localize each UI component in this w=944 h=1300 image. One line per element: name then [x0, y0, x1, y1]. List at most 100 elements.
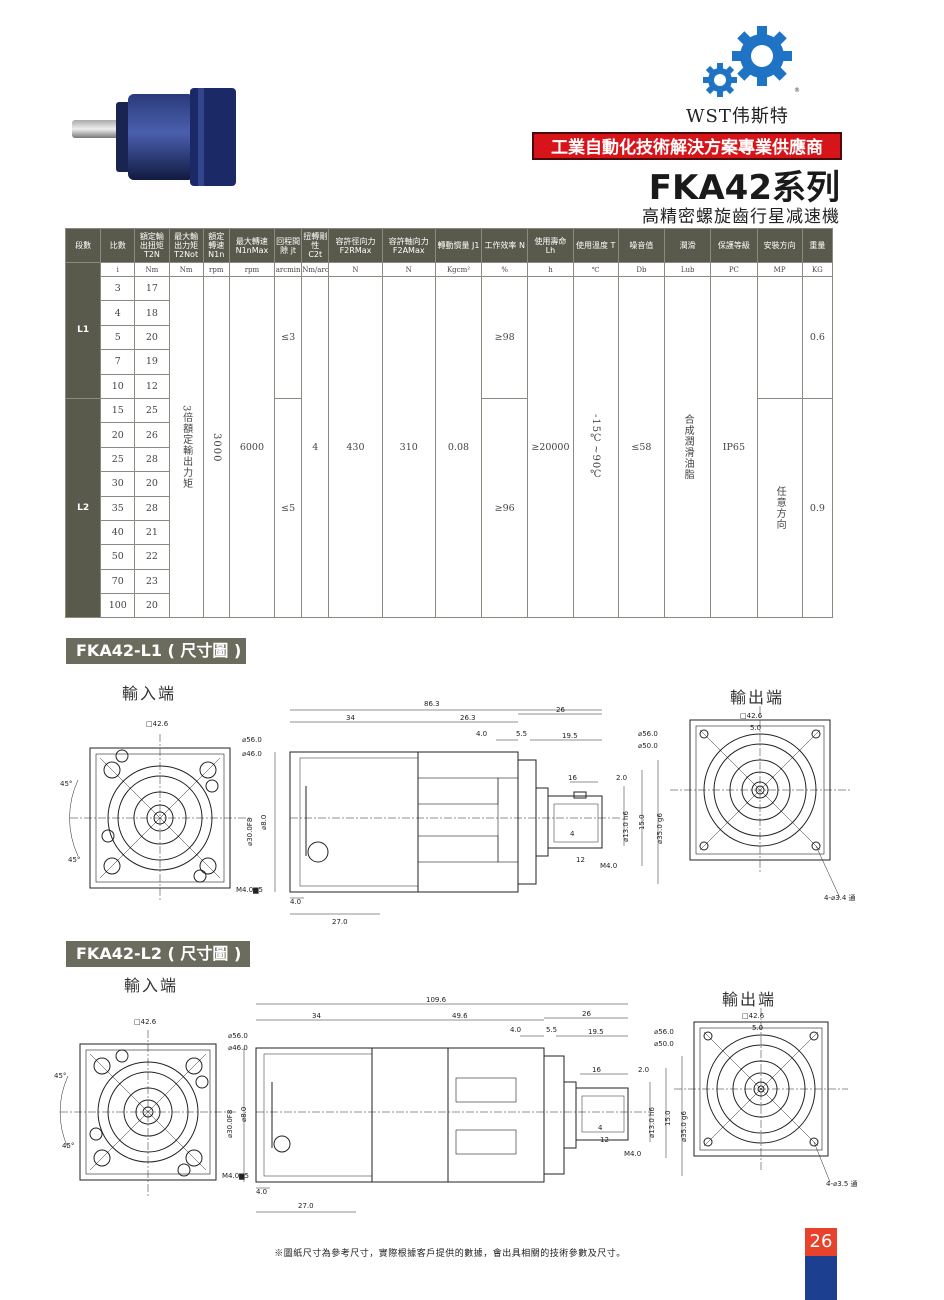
l1-dim-holes: 4-⌀3.4 通 — [824, 893, 856, 902]
torque-cell: 12 — [134, 373, 170, 399]
unit-cell: Nm — [134, 262, 170, 277]
unit-cell: % — [481, 262, 529, 277]
stage-label-l1: L1 — [64, 262, 102, 399]
axial-force-cell: 310 — [381, 275, 436, 619]
unit-cell: Db — [617, 262, 666, 277]
unit-cell: N — [381, 262, 436, 277]
footnote: ※圖紙尺寸為參考尺寸，實際根據客戶提供的數據，會出具相關的技術參數及尺寸。 — [274, 1249, 626, 1259]
ratio-cell: 20 — [100, 422, 136, 448]
unit-cell: arcmin — [274, 262, 303, 277]
mount-l1-cell — [756, 276, 803, 399]
brand-name: WST伟斯特 — [686, 106, 789, 127]
l1-dim-d56-out: ⌀56.0 — [638, 730, 658, 738]
torque-cell: 19 — [134, 349, 170, 375]
l1-dim-sq-in: □42.6 — [146, 720, 169, 728]
l2-dim-49: 49.6 — [452, 1012, 468, 1020]
l1-dim-sq-out: □42.6 — [740, 712, 763, 720]
torque-cell: 18 — [134, 300, 170, 326]
ratio-cell: 50 — [100, 544, 136, 570]
l1-dim-16: 16 — [568, 774, 577, 782]
inertia-cell: 0.08 — [434, 275, 483, 619]
l2-dim-holes: 4-⌀3.5 通 — [826, 1179, 858, 1188]
l1-dim-d35g6: ⌀35.0 g6 — [656, 813, 664, 844]
life-cell: ≥20000 — [527, 275, 574, 619]
l1-dim-27: 27.0 — [332, 918, 348, 926]
l2-dim-5-5: 5.5 — [546, 1026, 557, 1034]
protection-cell: IP65 — [710, 275, 758, 619]
ratio-cell: 4 — [100, 300, 136, 326]
header-cell: 使用壽命 Lh — [527, 228, 574, 263]
ratio-cell: 30 — [100, 471, 136, 497]
l2-dim-d46: ⌀46.0 — [228, 1044, 248, 1052]
l2-dim-sq-in: □42.6 — [134, 1018, 157, 1026]
l1-dim-total: 86.3 — [424, 700, 440, 708]
l1-dim-d46: ⌀46.0 — [242, 750, 262, 758]
l2-dim-m4: M4.0 — [624, 1150, 641, 1158]
l2-dim-16: 16 — [592, 1066, 601, 1074]
l1-dim-5-5: 5.5 — [516, 730, 527, 738]
unit-cell: i — [100, 262, 136, 277]
torque-cell: 20 — [134, 471, 170, 497]
l2-dim-d8: ⌀8.0 — [240, 1107, 248, 1122]
header-cell: 最大輸出力矩 T2Not — [168, 228, 204, 263]
l2-dim-45b: 45° — [62, 1142, 74, 1150]
header-cell: 容許軸向力 F2AMax — [381, 228, 436, 263]
l2-dim-d50: ⌀50.0 — [654, 1040, 674, 1048]
header-cell: 段數 — [64, 228, 102, 263]
l2-dim-d13h6: ⌀13.0 h6 — [648, 1107, 656, 1138]
l2-dim-4s: 4 — [598, 1124, 603, 1132]
series-title: FKA42系列 — [648, 168, 840, 208]
unit-cell: PC — [710, 262, 758, 277]
l1-dim-4s: 4 — [570, 830, 575, 838]
unit-cell: rpm — [228, 262, 276, 277]
unit-cell: ℃ — [572, 262, 619, 277]
l1-dim-19-5: 19.5 — [562, 732, 578, 740]
torque-cell: 22 — [134, 544, 170, 570]
ratio-cell: 10 — [100, 373, 136, 399]
max-torque-cell: 3倍額定輸出力矩 — [168, 275, 204, 619]
l2-dim-d15: 15.0 — [664, 1110, 672, 1126]
mount-text: 任意方向 — [774, 486, 786, 531]
l1-dim-45b: 45° — [68, 856, 80, 864]
ratio-cell: 35 — [100, 495, 136, 521]
ratio-cell: 40 — [100, 519, 136, 546]
l1-dim-d8: ⌀8.0 — [260, 815, 268, 830]
table-units-row: L1 i Nm Nm rpm rpm arcmin Nm/arcmin N N … — [64, 262, 834, 399]
l1-dim-2: 2.0 — [616, 774, 627, 782]
rated-speed-text: 3000 — [210, 432, 222, 462]
header-cell: 重量 — [801, 228, 834, 263]
torque-cell: 20 — [134, 324, 170, 351]
weight-l2-cell: 0.9 — [801, 397, 834, 619]
l1-dim-d15: 15.0 — [638, 814, 646, 830]
unit-cell: Nm — [168, 262, 204, 277]
l1-dim-45a: 45° — [60, 780, 72, 788]
l2-dim-34: 34 — [312, 1012, 321, 1020]
max-torque-text: 3倍額定輸出力矩 — [180, 405, 192, 490]
l1-dim-4: 4.0 — [476, 730, 487, 738]
l2-dimension-drawing: □42.6 ⌀56.0 ⌀46.0 45° 45° M4.0▆5 109.6 3… — [54, 996, 858, 1213]
header-cell: 潤滑 — [664, 228, 712, 263]
l2-dim-4-0b: 4.0 — [256, 1188, 267, 1196]
unit-cell: Kgcm² — [434, 262, 483, 277]
l2-dim-12: 12 — [600, 1136, 609, 1144]
unit-cell: MP — [756, 262, 803, 277]
mount-cell: 任意方向 — [756, 397, 803, 619]
l1-dim-m4: M4.0 — [600, 862, 617, 870]
torque-cell: 20 — [134, 593, 170, 619]
torque-cell: 23 — [134, 568, 170, 595]
l1-output-label: 輸出端 — [730, 688, 785, 707]
rated-speed-cell: 3000 — [202, 275, 230, 619]
l2-section-title: FKA42-L2 ( 尺寸圖 ) — [66, 941, 250, 967]
header-cell: 安裝方向 — [756, 228, 803, 263]
l2-dim-m4-5: M4.0▆5 — [222, 1172, 249, 1180]
weight-l1-cell: 0.6 — [801, 276, 834, 399]
header-cell: 使用溫度 T — [572, 228, 619, 263]
max-speed-cell: 6000 — [228, 275, 276, 619]
header-cell: 保護等級 — [710, 228, 758, 263]
